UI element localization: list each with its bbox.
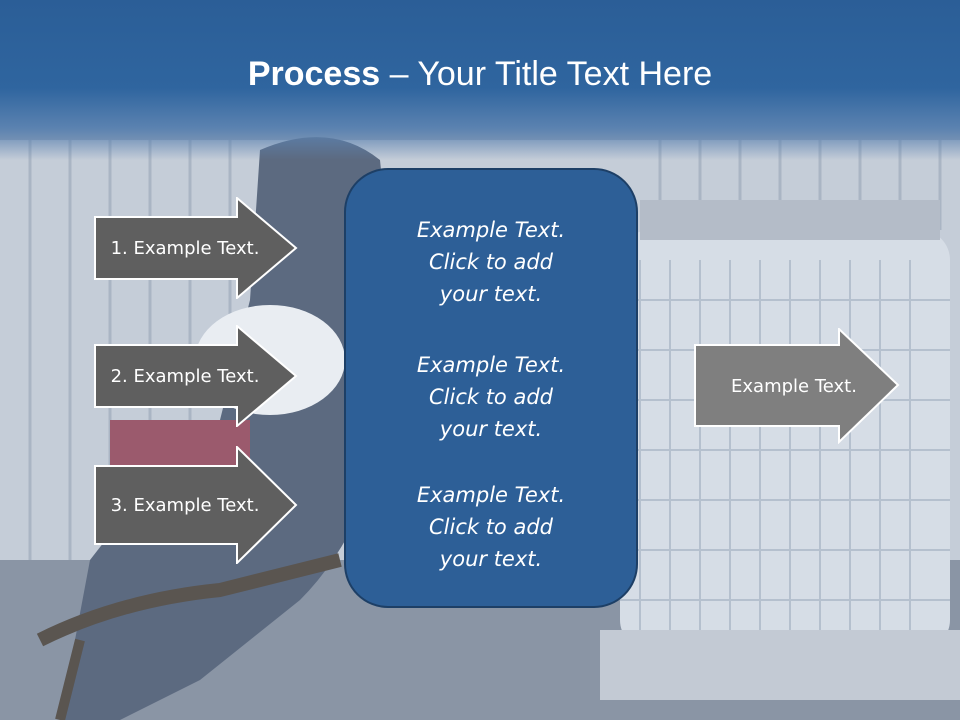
step-label-1: 1. Example Text.: [110, 237, 260, 259]
center-text-panel[interactable]: Example Text. Click to add your text. Ex…: [344, 168, 638, 608]
step-arrow-2[interactable]: 2. Example Text.: [94, 325, 298, 427]
result-label: Example Text.: [731, 375, 857, 397]
title-bold: Process: [247, 55, 381, 93]
title-rest: – Your Title Text Here: [380, 55, 713, 93]
step-arrow-3[interactable]: 3. Example Text.: [94, 446, 298, 564]
step-label-3: 3. Example Text.: [110, 494, 260, 516]
panel-text-3[interactable]: Example Text. Click to add your text.: [416, 483, 566, 571]
panel-text-1[interactable]: Example Text. Click to add your text.: [416, 218, 566, 306]
title-band: [0, 0, 960, 160]
result-arrow[interactable]: Example Text.: [694, 328, 900, 444]
panel-text-2[interactable]: Example Text. Click to add your text.: [416, 353, 566, 441]
page-title[interactable]: Process – Your Title Text Here: [0, 52, 960, 96]
step-label-2: 2. Example Text.: [110, 365, 260, 387]
step-arrow-1[interactable]: 1. Example Text.: [94, 197, 298, 299]
